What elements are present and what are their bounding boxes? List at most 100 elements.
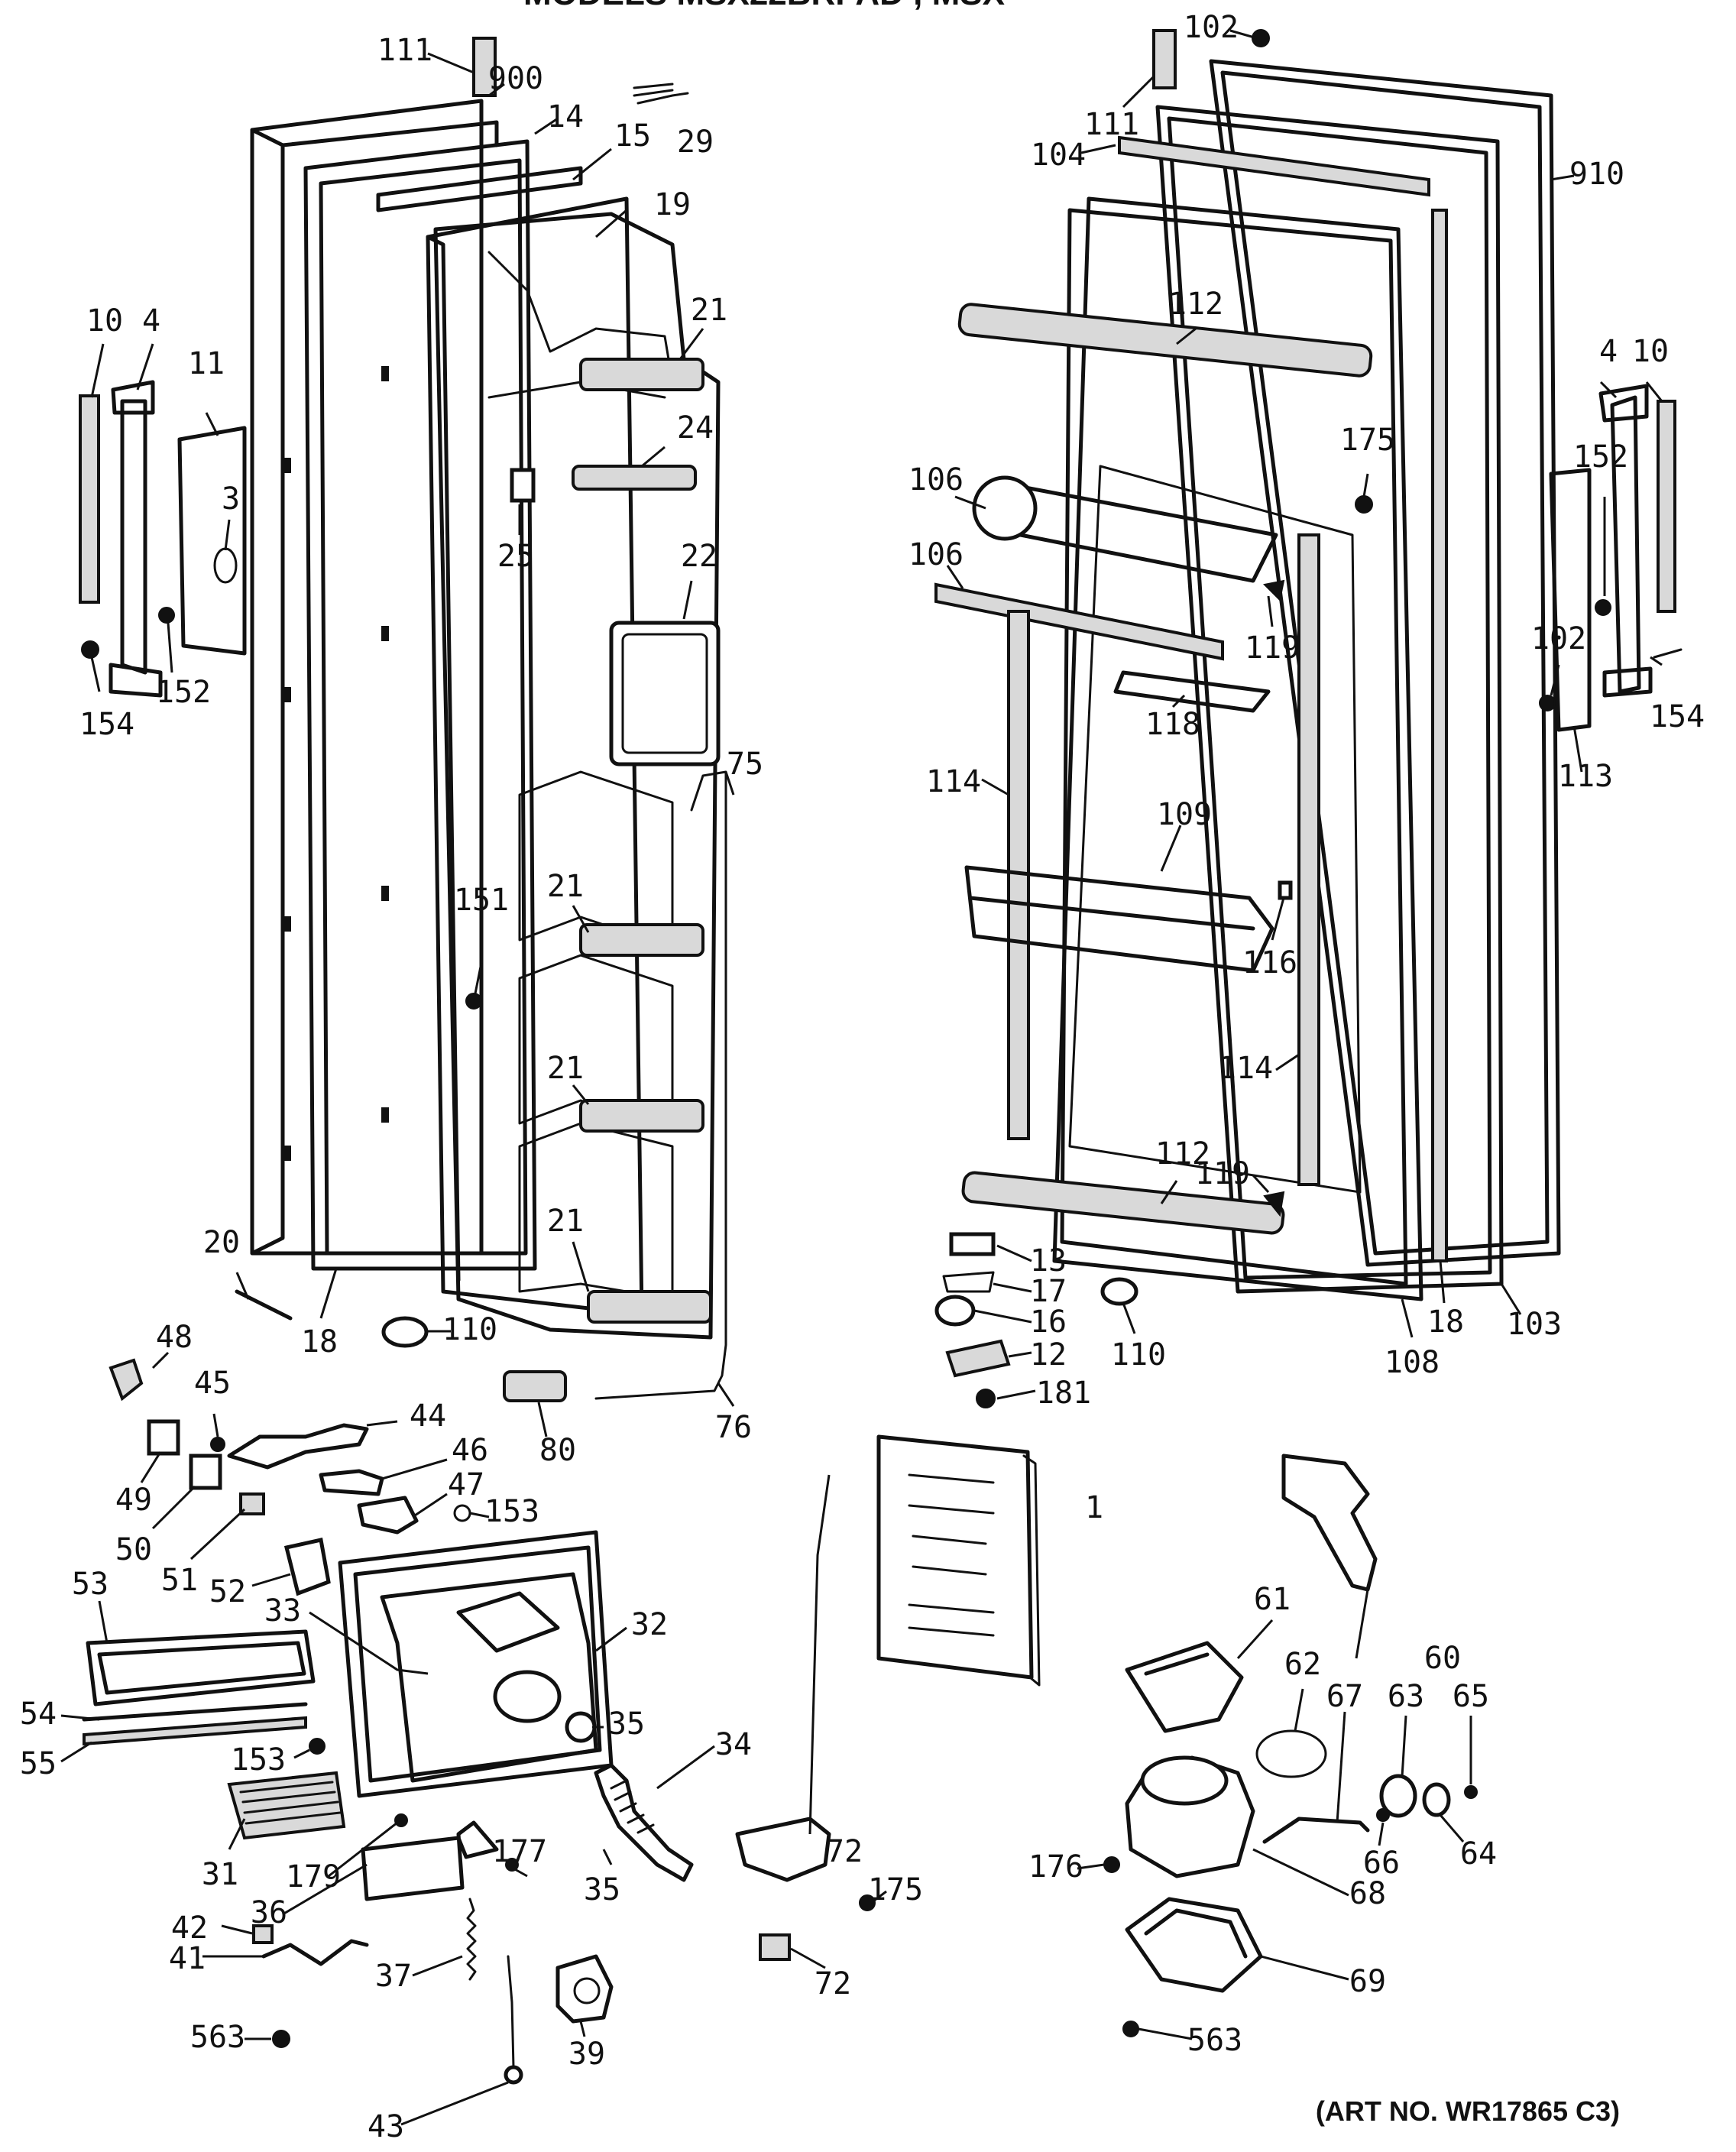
callout-18-r: 18: [1427, 1304, 1464, 1340]
screw-152-r: [1595, 599, 1611, 616]
callout-42: 42: [171, 1911, 208, 1946]
screw-102-top: [1252, 29, 1270, 47]
bracket-60: [1281, 1454, 1378, 1592]
screw-102-r: [1539, 695, 1556, 711]
freezer-shelf-21-b: [579, 923, 704, 957]
freezer-hinge-parts: [79, 380, 247, 698]
screw-154-r: [1653, 648, 1683, 659]
clip-119-a: [1262, 579, 1285, 602]
callout-119-a: 119: [1245, 630, 1300, 666]
callout-118: 118: [1145, 707, 1200, 742]
callout-106-a: 106: [908, 462, 964, 497]
owners-manual: [876, 1434, 1041, 1687]
callout-20: 20: [203, 1225, 240, 1260]
part-47: [357, 1496, 419, 1535]
fresh-strip-18: [1431, 209, 1448, 1262]
callout-152-r: 152: [1573, 439, 1628, 475]
callout-16: 16: [1030, 1304, 1067, 1340]
housing-32-inner: [380, 1572, 598, 1783]
knob-48: [108, 1358, 144, 1402]
callout-62: 62: [1284, 1647, 1321, 1682]
screw-175-b: [1355, 495, 1373, 514]
callout-154-r: 154: [1650, 699, 1705, 734]
callout-119-b: 119: [1195, 1156, 1250, 1191]
callout-60: 60: [1424, 1641, 1461, 1676]
screw-179: [394, 1813, 408, 1827]
nut-65: [1464, 1785, 1478, 1799]
plate-13: [949, 1232, 996, 1256]
callout-36: 36: [251, 1895, 287, 1930]
rod-41: [261, 1939, 369, 1966]
callout-21-c: 21: [547, 1051, 584, 1086]
freezer-shelf-21-d: [587, 1290, 712, 1324]
callout-31: 31: [202, 1857, 238, 1892]
callout-41: 41: [169, 1941, 206, 1976]
liner-contour: [518, 1122, 674, 1301]
callout-35-a: 35: [608, 1706, 645, 1742]
door-rivets: [283, 366, 389, 1161]
cover-72: [735, 1817, 831, 1882]
callout-10-r: 10: [1632, 334, 1669, 369]
callout-4: 4: [142, 303, 160, 339]
screw-152: [158, 607, 175, 624]
callout-49: 49: [115, 1483, 152, 1518]
housing-68-opening: [1140, 1755, 1229, 1806]
callout-21-b: 21: [547, 869, 584, 904]
plate-50: [189, 1454, 222, 1490]
fresh-shelf-112-bottom: [961, 1171, 1285, 1235]
callout-563-b: 563: [1187, 2023, 1242, 2058]
screw-175-a: [859, 1894, 876, 1911]
callout-109: 109: [1157, 797, 1212, 832]
screw-181: [976, 1389, 996, 1408]
bin-106-end: [972, 475, 1038, 541]
freezer-handle-trim: [472, 37, 497, 97]
chute-61: [1125, 1641, 1244, 1733]
callout-4-r: 4: [1599, 334, 1618, 369]
callout-33: 33: [264, 1593, 301, 1629]
callout-68: 68: [1349, 1876, 1386, 1911]
grille-frame-53: [86, 1629, 316, 1706]
callout-21-d: 21: [547, 1204, 584, 1239]
bin-109: [964, 865, 1274, 973]
screw-563-b: [1122, 2021, 1139, 2037]
seal-54: [82, 1702, 308, 1722]
clip-153: [453, 1504, 471, 1522]
door-stop-pad-110: [1100, 1277, 1138, 1306]
dispenser-chute-parts: [1103, 1454, 1478, 2037]
fresh-handle-trim: [1152, 29, 1177, 89]
bushing-35: [565, 1711, 597, 1743]
screw-45: [210, 1437, 225, 1452]
leader-lines: [60, 29, 1663, 2126]
freezer-rail-24: [572, 465, 697, 491]
callout-43: 43: [368, 2109, 404, 2144]
clip-42: [252, 1924, 274, 1944]
callout-154: 154: [79, 707, 134, 742]
washer-66: [1376, 1808, 1390, 1822]
manual-text-lines: [908, 1473, 995, 1637]
screw-151: [465, 993, 482, 1010]
door-stop-pad: [381, 1316, 429, 1348]
callout-51: 51: [161, 1563, 198, 1598]
fresh-liner-panel: [1068, 465, 1362, 1194]
fresh-retainer-strip-104: [1118, 135, 1430, 197]
callout-13: 13: [1030, 1243, 1067, 1279]
callout-102-top: 102: [1184, 10, 1239, 45]
callout-75: 75: [727, 747, 763, 782]
motor-39-shaft: [573, 1977, 601, 2005]
shim-17: [942, 1271, 995, 1293]
callout-176: 176: [1028, 1849, 1083, 1885]
fresh-food-door-group: [934, 29, 1561, 1408]
callout-15: 15: [614, 118, 651, 154]
fresh-door-gasket-103: [1155, 105, 1504, 1294]
callout-106-b: 106: [908, 537, 964, 572]
switch-72: [759, 1933, 791, 1961]
callout-104: 104: [1031, 138, 1086, 173]
callout-72-b: 72: [815, 1966, 851, 2001]
callout-55: 55: [20, 1746, 57, 1781]
clip-153-b: [309, 1738, 326, 1755]
callout-53: 53: [72, 1567, 108, 1602]
callout-116: 116: [1242, 945, 1297, 980]
callout-14: 14: [547, 99, 584, 134]
spring-34: [594, 1763, 694, 1882]
fresh-liner-inner: [1060, 208, 1408, 1286]
